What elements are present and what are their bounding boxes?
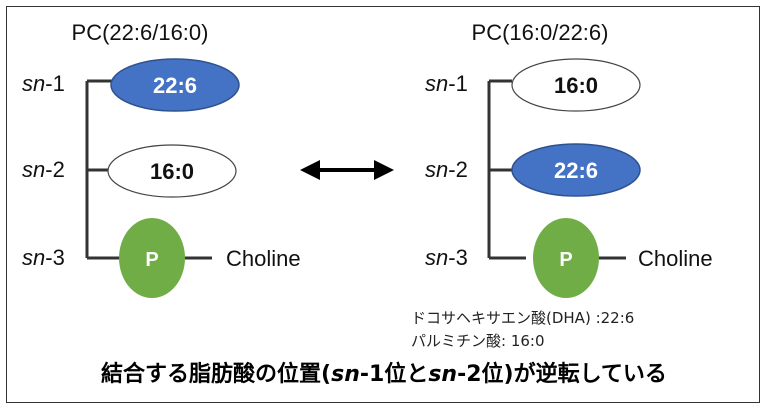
right-sn2-value: 22:6 [554,158,598,183]
left-molecule: PC(22:6/16:0) sn-1 sn-2 sn-3 22:6 16:0 P… [22,20,301,298]
left-title: PC(22:6/16:0) [72,20,209,45]
right-sn2-dha-ellipse [511,143,641,197]
left-sn2-value: 16:0 [150,159,194,184]
right-sn1-label: sn-1 [425,71,468,96]
right-sn1-value: 16:0 [554,73,598,98]
left-sn1-dha-ellipse [110,58,240,112]
right-sn2-label: sn-2 [425,157,468,182]
left-sn2-palmitic-ellipse [107,144,237,198]
left-sn1-label: sn-1 [22,71,65,96]
right-title: PC(16:0/22:6) [472,20,609,45]
right-molecule: PC(16:0/22:6) sn-1 sn-2 sn-3 16:0 22:6 P… [425,20,713,298]
left-phosphate-label: P [145,249,158,271]
left-sn3-label: sn-3 [22,245,65,270]
right-phosphate-ellipse [533,218,599,298]
right-phosphate-label: P [559,249,572,271]
left-choline-label: Choline [226,246,301,271]
legend-dha: ドコサヘキサエン酸(DHA) :22:6 [411,309,634,327]
figure-frame [6,6,760,403]
legend-palmitic: パルミチン酸: 16:0 [411,332,545,350]
left-phosphate-ellipse [119,218,185,298]
right-sn1-palmitic-ellipse [511,58,641,112]
left-sn1-value: 22:6 [153,73,197,98]
right-choline-label: Choline [638,246,713,271]
caption: 結合する脂肪酸の位置(sn-1位とsn-2位)が逆転している [101,361,667,387]
left-sn2-label: sn-2 [22,157,65,182]
right-sn3-label: sn-3 [425,245,468,270]
